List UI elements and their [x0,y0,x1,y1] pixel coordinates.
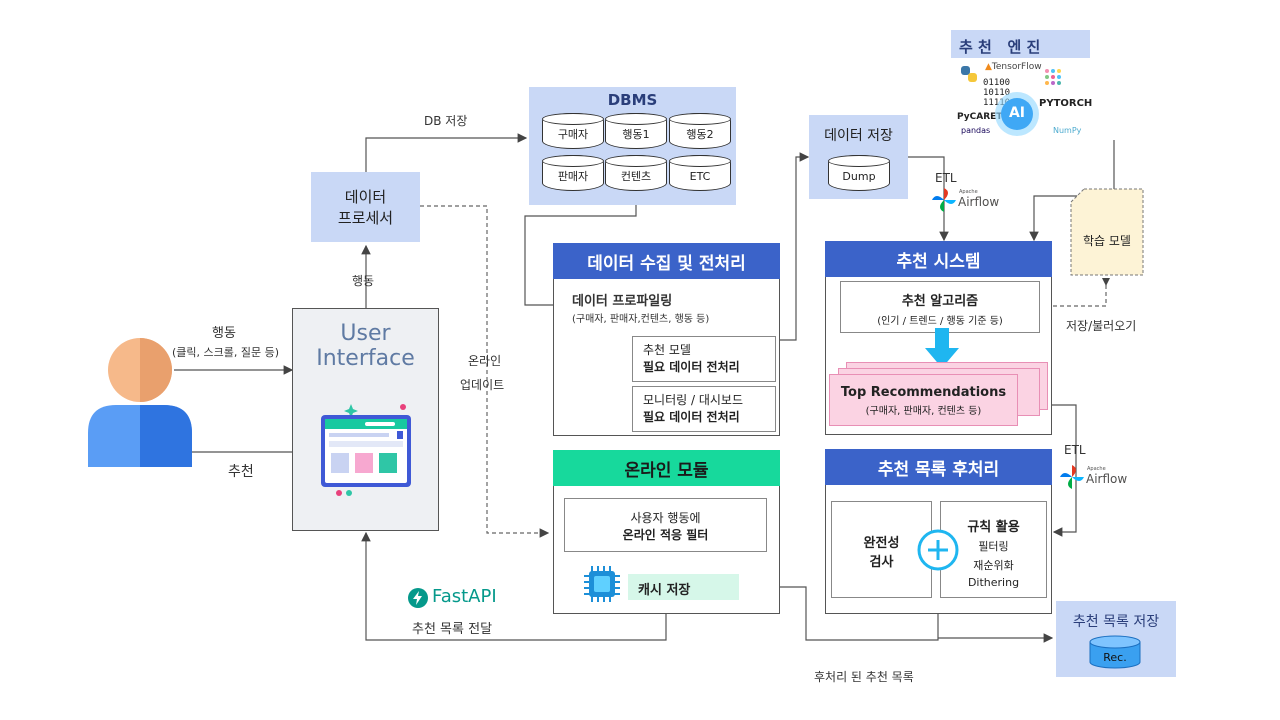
db-cylinder-content: 컨텐츠 [605,155,667,191]
db-cylinder-seller: 판매자 [542,155,604,191]
dump-cylinder: Dump [828,155,890,191]
bolt-icon [408,588,428,608]
arrow-postproc-to-cache [740,582,939,641]
chip-icon [582,564,622,604]
model-preprocess-line2: 필요 데이터 전처리 [643,360,740,374]
rules-item-rerank: 재순위화 [973,559,1014,572]
fastapi-caption: 추천 목록 전달 [412,622,493,637]
rec-store-title: 추천 목록 저장 [1072,614,1160,630]
data-store-title: 데이터 저장 [824,128,893,144]
cache-box[interactable]: 캐시 저장 [628,574,739,600]
recommend-label: 추천 [228,464,254,480]
learning-model-label: 학습 모델 [1083,234,1131,248]
db-cylinder-etc: ETC [669,155,731,191]
airflow-top-logo: Apache Airflow [932,188,1002,214]
monitoring-preprocess-line1: 모니터링 / 대시보드 [643,393,743,407]
monitoring-preprocess-box[interactable]: 모니터링 / 대시보드 필요 데이터 전처리 [632,386,776,432]
engine-title: 추 천 엔 진 [959,38,1041,56]
pytorch-logo: PYTORCH [1039,98,1093,109]
algorithm-title: 추천 알고리즘 [901,294,979,309]
down-arrow-icon [925,328,959,368]
etl-mid-label: ETL [1064,443,1086,457]
ui-title-line1: User [340,321,391,346]
top-rec-title: Top Recommendations [840,385,1007,400]
processor-line1: 데이터 [344,188,387,206]
ui-title-line2: Interface [316,346,415,371]
learning-model-box[interactable]: 학습 모델 [1070,188,1144,276]
arrow-online-to-ui [361,531,667,641]
pandas-logo: pandas [961,126,991,135]
arrow-head-up [1102,278,1110,286]
arrow-collection-to-store [776,152,810,341]
user-interface-box[interactable]: User Interface [292,308,439,531]
postproc-list-label: 후처리 된 추천 목록 [814,670,914,684]
tensorflow-logo: ▲TensorFlow [985,62,1042,72]
arrow-processor-to-online [420,205,550,538]
online-update-line1: 온라인 [468,354,502,368]
rules-title: 규칙 활용 [967,520,1020,535]
dots-logo-icon [1044,68,1068,88]
pinwheel-icon [1060,465,1084,489]
cache-label: 캐시 저장 [638,583,691,598]
etl-top-label: ETL [935,171,957,185]
recsys-header: 추천 시스템 [825,241,1052,277]
profiling-subtitle: (구매자, 판매자,컨텐츠, 행동 등) [572,314,710,325]
rules-item-dithering: Dithering [967,576,1020,589]
online-update-line2: 업데이트 [460,378,505,392]
completeness-line1: 완전성 [863,536,900,551]
arrow-dbms-to-collection [524,205,637,310]
data-processor-box[interactable]: 데이터 프로세서 [311,172,420,242]
arrow-model-save-load [1040,278,1107,311]
airflow-mid-logo: Apache Airflow [1060,465,1130,491]
python-icon [961,66,977,82]
db-cylinder-behavior2: 행동2 [669,113,731,149]
db-save-label: DB 저장 [424,114,468,128]
dbms-box: DBMS 구매자 행동1 행동2 판매자 컨텐츠 ETC [529,87,736,205]
rules-item-filter: 필터링 [978,540,1009,553]
save-load-label: 저장/불러오기 [1066,319,1137,333]
numpy-logo: NumPy [1053,126,1082,135]
db-cylinder-buyer: 구매자 [542,113,604,149]
pinwheel-icon [932,188,956,212]
online-filter-line1: 사용자 행동에 [630,511,701,525]
ui-screen-icon [319,401,413,497]
postproc-header: 추천 목록 후처리 [825,449,1052,485]
plus-icon [917,529,959,571]
arrow-processor-to-dbms [365,133,528,172]
completeness-box[interactable]: 완전성 검사 [831,501,932,598]
online-filter-box[interactable]: 사용자 행동에 온라인 적응 필터 [564,498,767,552]
online-module-header: 온라인 모듈 [553,450,780,486]
data-store-box: 데이터 저장 Dump [809,115,908,199]
monitoring-preprocess-line2: 필요 데이터 전처리 [643,410,740,424]
arrow-recsys-to-postproc [1046,404,1077,537]
arrow-engine-to-recsys [1029,140,1115,242]
arrow-store-to-recsys [908,156,949,242]
online-filter-line2: 온라인 적응 필터 [622,528,709,542]
dbms-title: DBMS [607,91,658,109]
fastapi-logo: FastAPI [408,586,518,610]
user-action-label: 행동 [212,326,236,341]
rules-box[interactable]: 규칙 활용 필터링 재순위화 Dithering [940,501,1047,598]
rec-store-box: 추천 목록 저장 Rec. [1056,601,1176,677]
ai-brain-icon: AI [993,90,1041,138]
completeness-line2: 검사 [869,555,894,570]
user-avatar-icon [86,333,194,467]
algorithm-box[interactable]: 추천 알고리즘 (인기 / 트렌드 / 행동 기준 등) [840,281,1040,333]
behavior-label: 행동 [352,274,375,288]
rec-cylinder: Rec. [1089,635,1141,669]
profiling-title: 데이터 프로파일링 [572,294,673,309]
processor-line2: 프로세서 [337,209,394,227]
db-cylinder-behavior1: 행동1 [605,113,667,149]
user-action-detail: (클릭, 스크롤, 질문 등) [172,346,280,359]
model-preprocess-box[interactable]: 추천 모델 필요 데이터 전처리 [632,336,776,382]
top-rec-box[interactable]: Top Recommendations (구매자, 판매자, 컨텐츠 등) [829,374,1018,426]
algorithm-subtitle: (인기 / 트렌드 / 행동 기준 등) [877,316,1003,327]
pycaret-logo: PyCARET [957,112,1003,122]
top-rec-subtitle: (구매자, 판매자, 컨텐츠 등) [865,406,982,417]
model-preprocess-line1: 추천 모델 [643,343,691,357]
collection-header: 데이터 수집 및 전처리 [553,243,780,279]
